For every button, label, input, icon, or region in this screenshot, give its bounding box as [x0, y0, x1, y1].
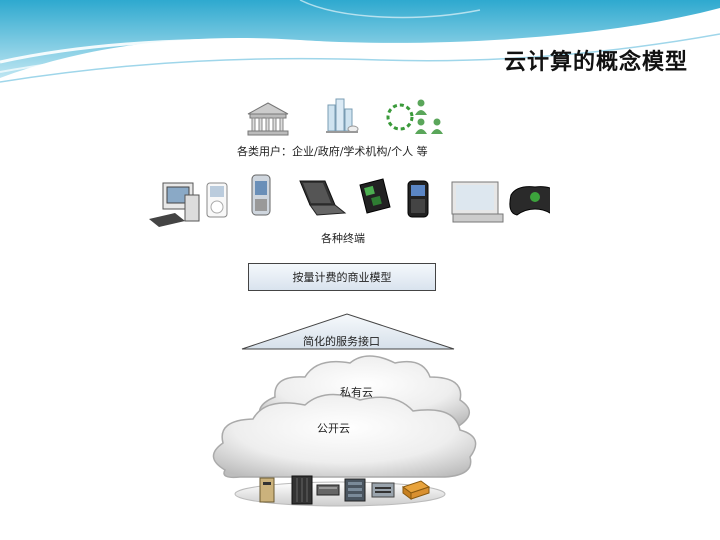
network-switch-icon: [371, 482, 395, 498]
blade-server-icon: [316, 484, 340, 496]
slide-title: 云计算的概念模型: [503, 50, 688, 75]
game-controller-icon: [509, 186, 550, 216]
diagram-graphics: [149, 98, 550, 507]
laptop-icon: [299, 180, 347, 216]
rack-server-icon: [291, 475, 313, 505]
mobile-phone-icon: [251, 174, 271, 216]
desktop-computer-icon: [149, 182, 200, 227]
government-building-icon: [326, 98, 359, 133]
storage-array-icon: [344, 478, 366, 502]
people-network-icon: [386, 99, 443, 134]
service-interface-triangle: [241, 313, 455, 350]
server-tower-icon: [259, 477, 275, 503]
terminals-label: 各种终端: [321, 232, 365, 245]
private-cloud-label: 私有云: [340, 386, 373, 399]
billing-model-box: 按量计费的商业模型: [248, 263, 436, 291]
public-cloud-shape: [212, 393, 477, 479]
public-cloud-label: 公开云: [317, 422, 350, 435]
blackberry-icon: [407, 180, 429, 218]
tv-dvd-icon: [451, 181, 504, 223]
header-wave-decoration: [0, 0, 720, 83]
router-icon: [401, 480, 431, 500]
service-interface-label: 简化的服务接口: [303, 335, 380, 348]
enterprise-building-icon: [247, 102, 289, 136]
handheld-console-icon: [359, 178, 391, 214]
ipod-icon: [206, 182, 228, 218]
users-label: 各类用户：企业/政府/学术机构/个人 等: [237, 145, 428, 158]
cloud-concept-diagram: 各类用户：企业/政府/学术机构/个人 等 各种终端 按量计费的商业模型 简化的服…: [145, 95, 550, 510]
